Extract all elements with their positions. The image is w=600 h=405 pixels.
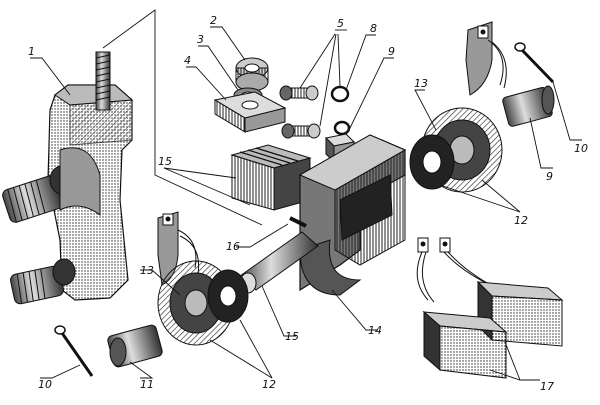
screw-part-upper	[279, 85, 319, 101]
callout-1: 1	[28, 45, 35, 58]
callout-14: 14	[368, 324, 382, 337]
bracket-part	[2, 51, 134, 305]
callout-16: 16	[226, 240, 240, 253]
callout-11: 11	[140, 378, 154, 391]
left-cotter-pin-part	[54, 325, 94, 377]
callout-15-upper: 15	[158, 155, 172, 168]
callout-12-bottom: 12	[262, 378, 276, 391]
brushes-part	[416, 237, 564, 379]
callout-9-right: 9	[546, 170, 553, 183]
leader-lines	[30, 9, 582, 381]
callout-3: 3	[197, 33, 204, 46]
right-sleeve-part	[502, 85, 555, 127]
callout-9-top: 9	[388, 45, 395, 58]
serrated-plate-part	[213, 91, 287, 133]
nut-part	[235, 57, 269, 92]
callout-4: 4	[184, 54, 191, 67]
screw-part-lower	[281, 123, 321, 139]
callout-8: 8	[370, 22, 377, 35]
callout-17: 17	[540, 380, 554, 393]
callout-12-right: 12	[514, 214, 528, 227]
right-insulating-washer-part	[409, 134, 455, 190]
callout-15-lower: 15	[285, 330, 299, 343]
left-sleeve-part	[107, 324, 163, 368]
callout-10-right: 10	[574, 142, 588, 155]
callout-13-right: 13	[414, 77, 428, 90]
callout-labels: 1 2 3 4 5 8 9 10 9 13 12 15 16 13 15 14 …	[28, 14, 588, 393]
left-insulating-washer-part	[207, 269, 249, 323]
callout-5: 5	[337, 17, 344, 30]
right-cotter-pin-part	[514, 42, 555, 84]
spring-washer-part	[330, 85, 351, 136]
callout-2: 2	[210, 14, 217, 27]
finned-block-part	[230, 144, 312, 211]
right-brush-holder-part	[465, 21, 507, 96]
pin-part	[289, 216, 307, 228]
callout-13-left: 13	[140, 264, 154, 277]
callout-10-left: 10	[38, 378, 52, 391]
housing-part	[298, 134, 407, 296]
